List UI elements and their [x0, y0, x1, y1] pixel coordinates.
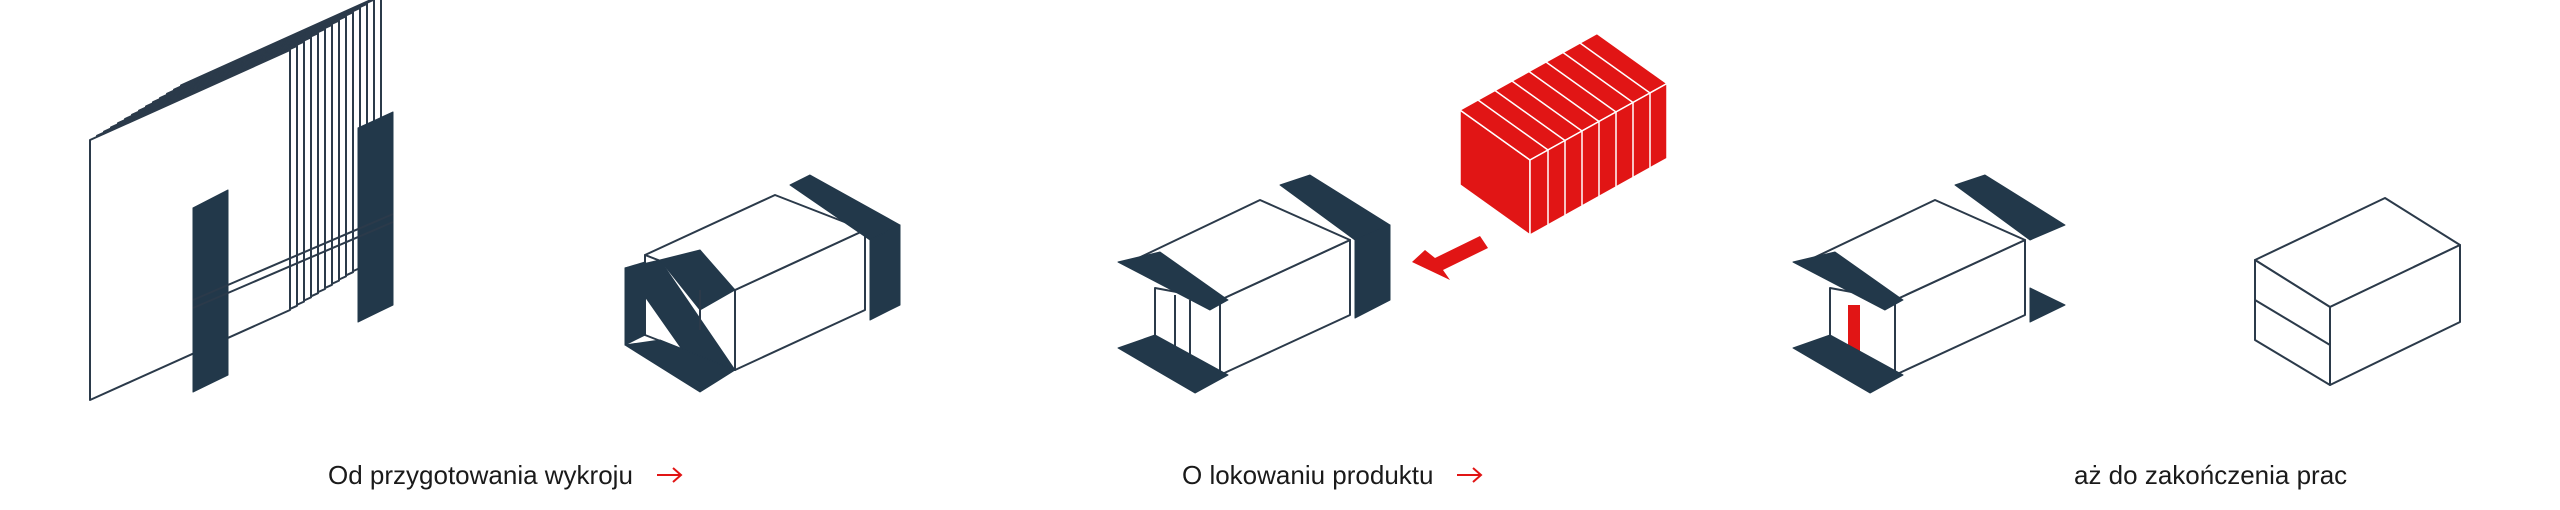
- flat-blanks-stack: [89, 0, 394, 401]
- sleeve-with-product: [1117, 174, 1488, 394]
- blank-fold-panel: [357, 111, 394, 323]
- step-3-label: aż do zakończenia prac: [2074, 459, 2348, 490]
- step-2-caption: O lokowaniu produktu: [1182, 455, 1485, 495]
- blank-fold-panel: [192, 189, 229, 393]
- step-1-label: Od przygotowania wykroju: [328, 459, 633, 490]
- blank-fold-panel: [192, 221, 394, 309]
- product-bundle: [1459, 32, 1668, 236]
- folded-sleeve: [624, 174, 901, 393]
- product-unit: [1459, 99, 1549, 236]
- arrow-right-icon: [656, 467, 683, 483]
- finished-box: [2254, 197, 2461, 386]
- blank-sheet: [89, 49, 291, 401]
- step-1-caption: Od przygotowania wykroju: [328, 455, 685, 495]
- arrow-right-icon: [1457, 467, 1484, 483]
- step-2-label: O lokowaniu produktu: [1182, 459, 1434, 490]
- filled-sleeve: [1792, 174, 2066, 394]
- step-3-caption: aż do zakończenia prac: [2074, 455, 2347, 495]
- blank-fold-panel: [192, 213, 394, 301]
